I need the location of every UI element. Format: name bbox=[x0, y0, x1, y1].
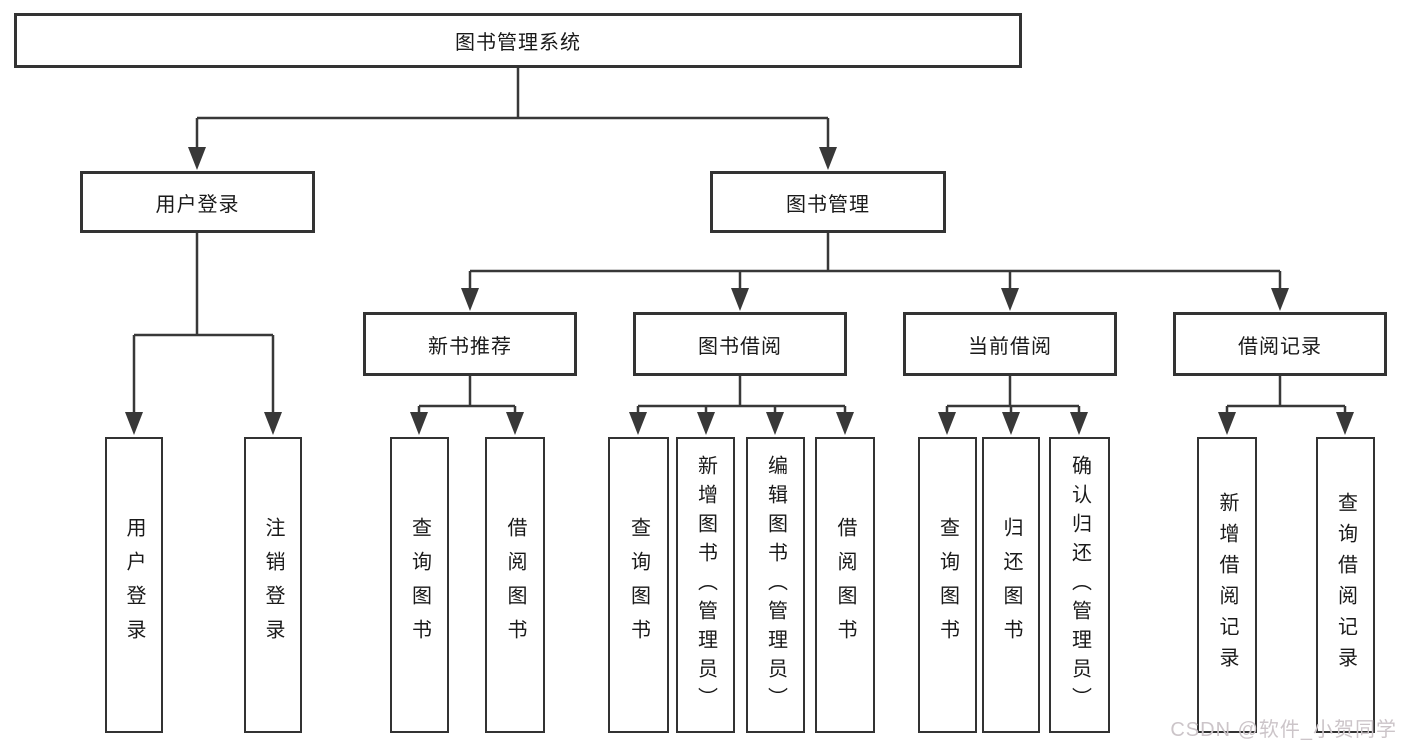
node-label: 查询图书 bbox=[936, 517, 959, 653]
leaf-query-books: 查询图书 bbox=[918, 437, 977, 733]
node-label: 借阅记录 bbox=[1238, 335, 1322, 358]
leaf-add-books-admin: 新增图书（管理员） bbox=[676, 437, 735, 733]
arrowhead bbox=[1336, 412, 1354, 435]
node-label: 新书推荐 bbox=[428, 335, 512, 358]
node-library-system: 图书管理系统 bbox=[14, 13, 1022, 68]
node-book-management: 图书管理 bbox=[710, 171, 946, 233]
node-current-borrow: 当前借阅 bbox=[903, 312, 1117, 376]
arrowhead bbox=[766, 412, 784, 435]
arrowhead bbox=[731, 288, 749, 311]
arrowhead bbox=[1070, 412, 1088, 435]
node-label: 注销登录 bbox=[262, 517, 284, 653]
arrowhead bbox=[125, 412, 143, 435]
node-label: 图书管理 bbox=[786, 193, 870, 216]
arrowhead bbox=[506, 412, 524, 435]
leaf-query-borrow-record: 查询借阅记录 bbox=[1316, 437, 1375, 733]
node-label: 编辑图书（管理员） bbox=[764, 454, 787, 716]
node-label: 图书管理系统 bbox=[455, 32, 581, 54]
leaf-query-books: 查询图书 bbox=[608, 437, 669, 733]
arrowhead bbox=[1001, 288, 1019, 311]
arrowhead bbox=[461, 288, 479, 311]
arrowhead bbox=[836, 412, 854, 435]
arrowhead bbox=[938, 412, 956, 435]
arrowhead bbox=[410, 412, 428, 435]
connector-line bbox=[195, 68, 830, 150]
node-book-borrow: 图书借阅 bbox=[633, 312, 847, 376]
arrowhead bbox=[1218, 412, 1236, 435]
connector-line bbox=[1225, 376, 1347, 416]
connector-line bbox=[945, 376, 1081, 416]
node-label: 当前借阅 bbox=[968, 335, 1052, 358]
arrowhead bbox=[264, 412, 282, 435]
node-label: 用户登录 bbox=[155, 193, 240, 216]
node-label: 确认归还（管理员） bbox=[1068, 454, 1091, 716]
node-new-book-recommend: 新书推荐 bbox=[363, 312, 577, 376]
csdn-watermark: CSDN @软件_小贺同学 bbox=[1170, 719, 1397, 741]
connector-line bbox=[132, 233, 275, 416]
node-label: 用户登录 bbox=[123, 517, 145, 653]
node-label: 归还图书 bbox=[1000, 517, 1022, 653]
arrowhead bbox=[1002, 412, 1020, 435]
leaf-add-borrow-record: 新增借阅记录 bbox=[1197, 437, 1257, 733]
leaf-confirm-return-admin: 确认归还（管理员） bbox=[1049, 437, 1110, 733]
leaf-edit-books-admin: 编辑图书（管理员） bbox=[746, 437, 805, 733]
connector-line bbox=[417, 376, 517, 416]
node-label: 查询借阅记录 bbox=[1334, 492, 1357, 678]
leaf-logout: 注销登录 bbox=[244, 437, 302, 733]
arrowhead bbox=[819, 147, 837, 170]
node-label: 新增图书（管理员） bbox=[694, 454, 717, 716]
connector-line bbox=[468, 233, 1282, 292]
arrowhead bbox=[1271, 288, 1289, 311]
node-label: 借阅图书 bbox=[504, 517, 526, 653]
leaf-query-books: 查询图书 bbox=[390, 437, 449, 733]
node-label: 查询图书 bbox=[408, 517, 431, 653]
node-label: 查询图书 bbox=[627, 517, 650, 653]
leaf-user-login: 用户登录 bbox=[105, 437, 163, 733]
leaf-borrow-books: 借阅图书 bbox=[815, 437, 875, 733]
leaf-return-books: 归还图书 bbox=[982, 437, 1040, 733]
node-borrow-records: 借阅记录 bbox=[1173, 312, 1387, 376]
connector-line bbox=[636, 376, 847, 416]
leaf-borrow-books: 借阅图书 bbox=[485, 437, 545, 733]
node-label: 新增借阅记录 bbox=[1216, 492, 1238, 678]
node-user-login: 用户登录 bbox=[80, 171, 315, 233]
node-label: 图书借阅 bbox=[698, 335, 782, 358]
arrowhead bbox=[697, 412, 715, 435]
arrowhead bbox=[188, 147, 206, 170]
node-label: 借阅图书 bbox=[834, 517, 856, 653]
arrowhead bbox=[629, 412, 647, 435]
